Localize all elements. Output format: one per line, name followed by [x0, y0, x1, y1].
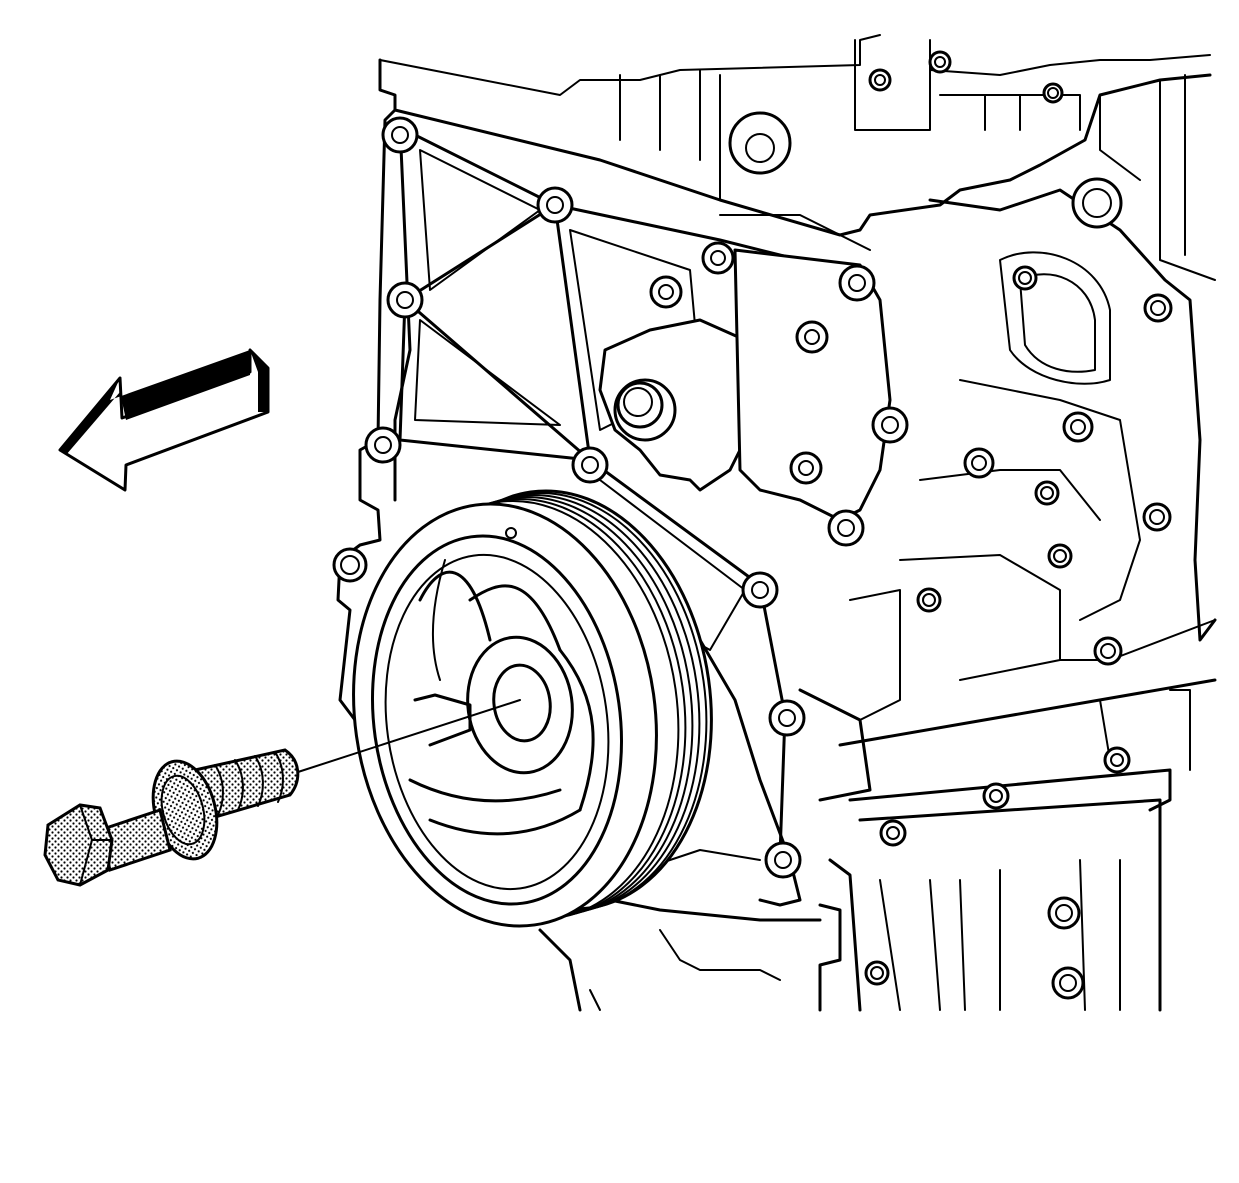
- boss-ring: [868, 68, 892, 92]
- boss-ring: [1062, 411, 1094, 443]
- boss-ring: [928, 50, 952, 74]
- bolt-icon: [827, 509, 865, 547]
- bolt-icon: [871, 406, 909, 444]
- block-bolts: [332, 50, 1173, 1000]
- boss-ring: [1051, 966, 1085, 1000]
- boss-ring: [1142, 502, 1172, 532]
- bolt-icon: [838, 264, 876, 302]
- boss-ring: [1143, 293, 1173, 323]
- boss-ring: [332, 547, 368, 583]
- water-pump-hub: [598, 248, 892, 522]
- bolt-icon: [795, 320, 829, 354]
- boss-ring: [1103, 746, 1131, 774]
- boss-ring: [1071, 177, 1123, 229]
- boss-ring: [982, 782, 1010, 810]
- boss-ring: [1047, 896, 1081, 930]
- bolt-icon: [381, 116, 419, 154]
- bolt-icon: [701, 241, 735, 275]
- boss-ring: [963, 447, 995, 479]
- bolt-icon: [364, 426, 402, 464]
- boss-ring: [1012, 265, 1038, 291]
- balancer-bolt-and-washer: [43, 699, 521, 887]
- bolt-icon: [764, 841, 802, 879]
- boss-ring: [916, 587, 942, 613]
- boss-ring: [1042, 82, 1064, 104]
- boss-ring: [1047, 543, 1073, 569]
- bolt-icon: [386, 281, 424, 319]
- boss-ring: [1093, 636, 1123, 666]
- installation-axis-line: [297, 699, 521, 773]
- bolt-icon: [571, 446, 609, 484]
- boss-ring: [879, 819, 907, 847]
- boss-ring: [1034, 480, 1060, 506]
- bolt-icon: [768, 699, 806, 737]
- bolt-icon: [741, 571, 779, 609]
- bolt-icon: [649, 275, 683, 309]
- boss-ring: [864, 960, 890, 986]
- bolt-icon: [536, 186, 574, 224]
- bolt-icon: [728, 111, 792, 175]
- bolt-icon: [789, 451, 823, 485]
- crankshaft-balancer: [352, 489, 713, 928]
- arrow-icon: [58, 348, 270, 492]
